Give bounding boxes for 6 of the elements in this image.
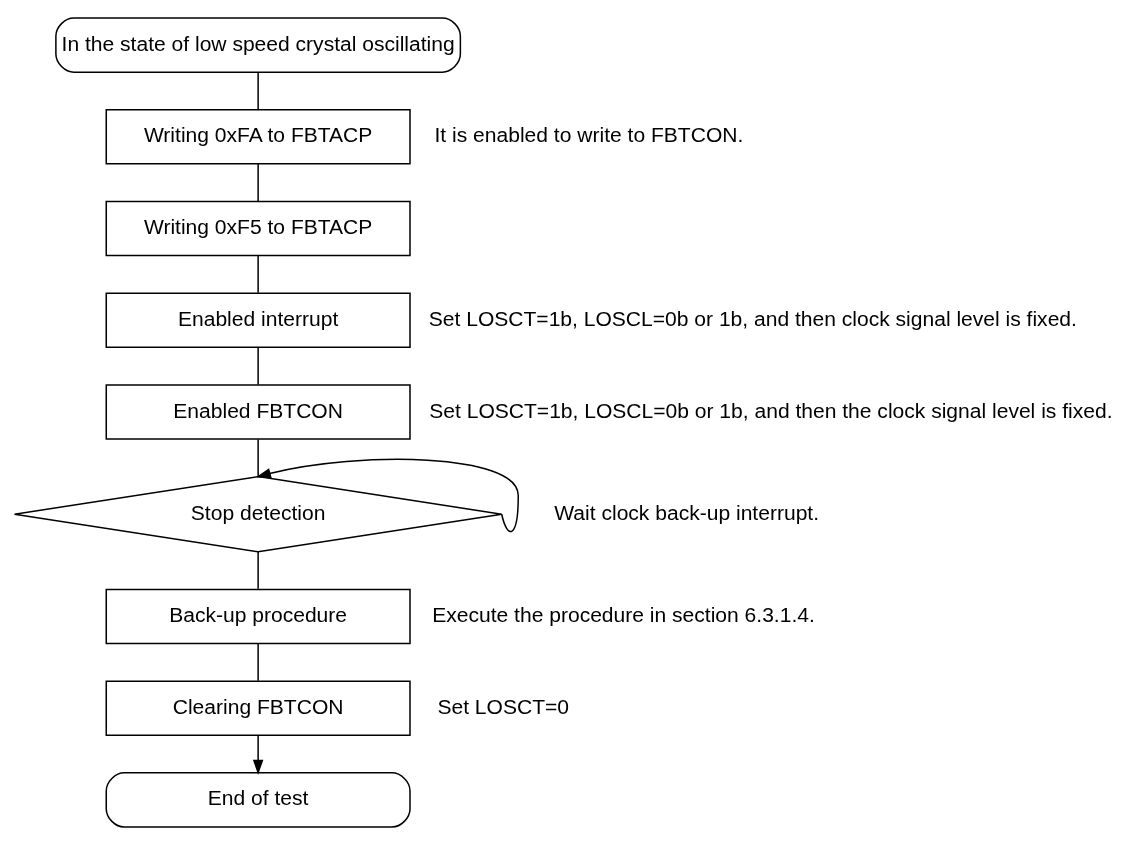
node-label: Set LOSCT=1b, LOSCL=0b or 1b, and then the clock signal level is fixed. bbox=[429, 398, 1113, 422]
node-label: Execute the procedure in section 6.3.1.4. bbox=[432, 602, 815, 626]
node-label: It is enabled to write to FBTCON. bbox=[434, 122, 744, 146]
node-label: Set LOSCT=0 bbox=[437, 694, 570, 718]
node-label: Set LOSCT=1b, LOSCL=0b or 1b, and then clock signal level is fixed. bbox=[428, 306, 1077, 330]
node-label: Wait clock back-up interrupt. bbox=[554, 500, 820, 524]
